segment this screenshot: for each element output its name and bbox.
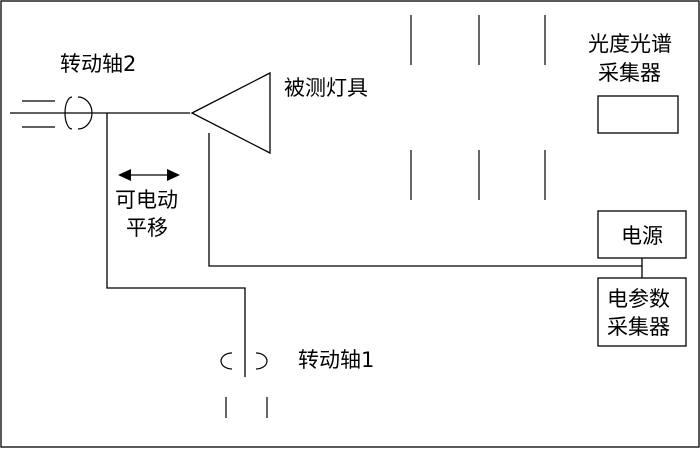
translation-arrow-left-head — [118, 169, 131, 181]
axis-2-rotation-arc-right — [77, 96, 93, 130]
lamp-under-test — [190, 71, 271, 155]
spectrum-collector-label-line2: 采集器 — [598, 61, 661, 85]
axis-2-label: 转动轴2 — [60, 52, 136, 76]
mechanical-arm — [106, 113, 246, 345]
translation-label-line2: 平移 — [126, 216, 168, 240]
rotation-axis-1 — [220, 345, 268, 418]
axis-1-rotation-arc-left — [220, 352, 233, 370]
power-supply-label: 电源 — [621, 224, 663, 248]
electrical-collector-label-line1: 电参数 — [607, 287, 670, 311]
electrical-collector-box — [597, 277, 687, 347]
electrical-collector-label-line2: 采集器 — [607, 315, 670, 339]
spectrum-collector-box — [597, 95, 679, 134]
translation-label-line1: 可电动 — [115, 188, 178, 212]
lamp-label: 被测灯具 — [284, 76, 368, 100]
rotation-axis-2 — [10, 96, 190, 130]
axis-2-rotation-arc-left — [64, 96, 73, 130]
light-path-upper — [410, 15, 546, 65]
lamp-power-cable — [208, 133, 643, 267]
power-supply-box — [597, 210, 687, 259]
axis-1-rotation-arc-right — [255, 352, 268, 370]
axis-1-label: 转动轴1 — [298, 348, 374, 372]
light-path-lower — [410, 150, 546, 200]
spectrum-collector-label-line1: 光度光谱 — [588, 32, 672, 56]
translation-arrow-right-head — [167, 169, 180, 181]
translation-arrow — [118, 169, 180, 181]
